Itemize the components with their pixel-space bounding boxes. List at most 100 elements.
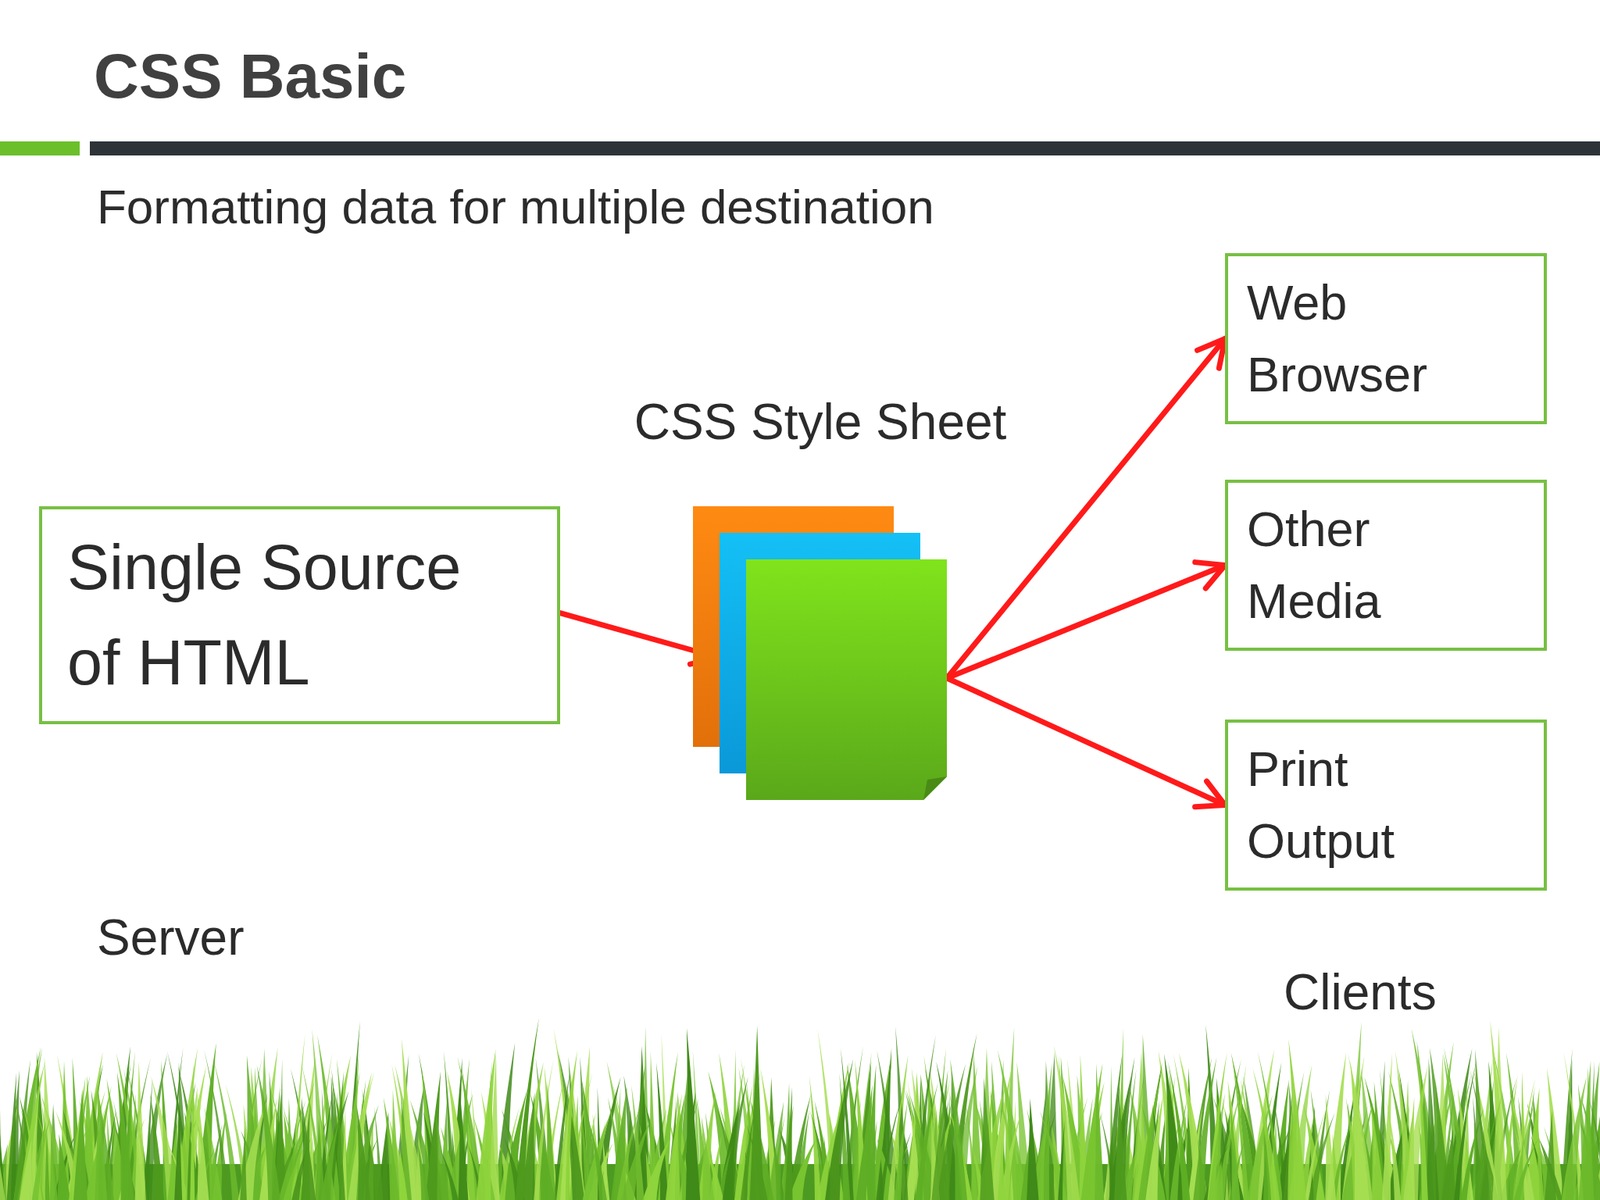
grass-blade <box>887 1065 908 1200</box>
grass-blade <box>374 1107 384 1200</box>
grass-blade <box>1229 1100 1241 1200</box>
page-fold <box>923 776 947 800</box>
grass-blade <box>1207 1092 1225 1200</box>
grass-blade <box>475 1049 496 1200</box>
grass-blade <box>1114 1090 1128 1200</box>
grass-blade <box>1282 1093 1293 1200</box>
grass-blade <box>73 1089 88 1200</box>
source-box: Single Source of HTML <box>39 506 561 725</box>
grass-blade <box>1347 1053 1373 1200</box>
grass-blade <box>546 1082 557 1200</box>
box-label: Web Browser <box>1246 267 1482 411</box>
grass-illustration <box>0 1017 1600 1200</box>
grass-blade <box>701 1117 715 1200</box>
grass-blade <box>347 1071 375 1200</box>
grass-blade <box>1544 1110 1557 1200</box>
grass-blade <box>1426 1057 1440 1200</box>
grass-blade <box>1252 1067 1280 1200</box>
grass-blade <box>383 1097 400 1200</box>
grass-blade <box>257 1064 282 1200</box>
flow-arrow <box>946 339 1225 679</box>
grass-blade <box>1325 1094 1336 1200</box>
side-label: Server <box>96 907 245 968</box>
slide-title: CSS Basic <box>93 39 407 115</box>
grass-blade <box>314 1117 325 1200</box>
grass-blade <box>1026 1098 1040 1200</box>
grass-blade <box>6 1072 17 1200</box>
grass-blade <box>809 1075 822 1200</box>
grass-blade <box>57 1134 72 1200</box>
grass-blade <box>1536 1122 1544 1200</box>
box-label: Single Source of HTML <box>67 520 505 711</box>
grass-blade <box>620 1120 651 1200</box>
grass-blade <box>31 1114 50 1200</box>
grass-blade <box>356 1104 371 1200</box>
subtitle: Formatting data for multiple destination <box>96 178 935 236</box>
grass-blade <box>560 1093 572 1200</box>
side-label: Clients <box>1283 962 1437 1023</box>
grass-blade <box>950 1058 968 1200</box>
box-label: Other Media <box>1246 493 1482 637</box>
grass-blade <box>1307 1112 1336 1200</box>
grass-blade <box>49 1131 58 1200</box>
grass-blade <box>417 1140 430 1200</box>
grass-blade <box>642 1137 672 1200</box>
stylesheet-node: CSS Style Sheet <box>625 390 1016 805</box>
grass-blade <box>1094 1063 1104 1200</box>
grass-blade <box>1145 1093 1164 1200</box>
grass-blade <box>767 1101 784 1200</box>
box-label: Print Output <box>1246 733 1482 877</box>
grass-blade <box>174 1102 183 1200</box>
flow-arrow <box>946 678 1225 806</box>
grass-blade <box>1417 1045 1429 1200</box>
grass-blade <box>1475 1049 1488 1200</box>
box-text-wrap: Web Browser <box>1246 267 1482 411</box>
green-page <box>746 559 947 800</box>
grass-blade <box>94 1083 108 1200</box>
grass-blade <box>150 1094 165 1200</box>
grass-blade <box>721 1076 749 1200</box>
grass-blade <box>18 1061 45 1200</box>
grass-blade <box>1513 1138 1539 1200</box>
stylesheet-pages-icon <box>692 506 947 800</box>
grass-blade <box>239 1126 247 1200</box>
grass-blade <box>586 1114 608 1200</box>
grass-blade <box>122 1050 136 1200</box>
grass-blade <box>855 1100 872 1200</box>
grass-blade <box>997 1140 1007 1200</box>
grass-blade <box>556 1050 578 1200</box>
grass-blade <box>784 1087 793 1200</box>
grass-blade <box>0 1092 6 1200</box>
flow-arrow <box>946 565 1225 679</box>
box-text-wrap: Other Media <box>1246 493 1482 637</box>
grass-blade <box>1350 1060 1370 1200</box>
grass-blade <box>979 1078 995 1200</box>
grass-blade <box>196 1090 210 1200</box>
destination-box: Print Output <box>1225 719 1547 891</box>
grass-blade <box>19 1138 33 1200</box>
grass-blade <box>1169 1099 1187 1200</box>
grass-blade <box>825 1059 854 1200</box>
grass-blade <box>282 1146 305 1200</box>
grass-blade <box>1207 1053 1227 1200</box>
grass-blade <box>435 1114 450 1200</box>
grass-blade <box>135 1060 147 1200</box>
grass-blade <box>685 1028 701 1200</box>
grass-blade <box>1004 1086 1012 1200</box>
grass-blade <box>931 1070 948 1200</box>
grass-blade <box>878 1096 902 1200</box>
grass-blade <box>1492 1027 1508 1200</box>
grass-blade <box>1057 1120 1065 1200</box>
grass-blade <box>143 1079 153 1200</box>
grass-blade <box>665 1092 683 1200</box>
grass-blade <box>980 1047 995 1200</box>
grass-blade <box>514 1017 540 1200</box>
box-text-wrap: Single Source of HTML <box>67 520 505 711</box>
grass-blade <box>1382 1053 1393 1200</box>
grass-blade <box>1167 1060 1191 1200</box>
grass-blade <box>1053 1045 1081 1200</box>
grass-blade <box>336 1091 346 1200</box>
grass-blade <box>997 1050 1028 1200</box>
grass-blade <box>301 1098 317 1200</box>
grass-blade <box>1578 1060 1592 1200</box>
